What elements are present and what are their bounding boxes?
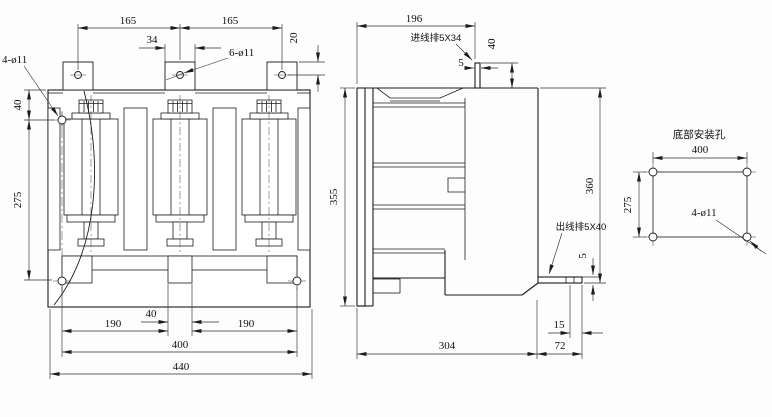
dim-bottom-hole-span-width: 400: [692, 144, 709, 156]
label-outgoing-busbar: 出线排5X40: [556, 221, 607, 233]
front-dimensions: 165 165 34 6-ø11 20 40 275: [2, 15, 325, 379]
dim-busbar-hole-offset: 15: [554, 319, 566, 331]
dim-incoming-busbar-height: 40: [486, 38, 498, 50]
label-tab-holes: 6-ø11: [229, 47, 254, 59]
incoming-busbar: [474, 62, 481, 89]
bottom-view-title: 底部安装孔: [673, 128, 726, 141]
base-rail: [61, 255, 298, 284]
dim-front-tab-hole-drop: 20: [288, 32, 300, 44]
label-frame-holes: 4-ø11: [2, 54, 27, 66]
dim-side-body-depth: 304: [439, 340, 456, 352]
front-geometry: [47, 61, 311, 308]
bottom-mounting-view: 底部安装孔 400 275 4-ø11: [622, 128, 767, 255]
label-bottom-mount-holes: 4-ø11: [691, 207, 716, 219]
side-dimensions: 196 进线排5X34 5 40 355 360 出线排5X40: [328, 13, 606, 359]
dim-front-tab-width: 34: [147, 34, 159, 46]
dim-front-base-left: 190: [105, 318, 122, 330]
hole-pattern-rect: [652, 171, 748, 238]
bottom-dimensions: 400 275 4-ø11: [622, 144, 767, 255]
dim-front-span-left: 165: [120, 15, 137, 27]
dim-busbar-extension: 72: [555, 340, 566, 352]
dim-bottom-hole-span-height: 275: [622, 196, 634, 213]
dim-front-top-hole-offset: 40: [12, 99, 24, 111]
label-incoming-busbar: 进线排5X34: [411, 32, 462, 44]
dim-front-base-center-tab: 40: [146, 308, 158, 320]
dim-incoming-busbar-thickness: 5: [458, 57, 464, 69]
dim-front-base-right: 190: [238, 318, 255, 330]
outgoing-busbar: [537, 276, 583, 284]
dim-side-top-depth: 196: [406, 13, 423, 25]
break-line: [53, 90, 95, 306]
side-geometry: [356, 62, 583, 307]
dim-front-span-right: 165: [222, 15, 239, 27]
front-view: 165 165 34 6-ø11 20 40 275: [2, 15, 325, 379]
dim-front-mount-hole-span: 400: [172, 339, 189, 351]
side-foot: [372, 278, 401, 294]
dim-front-hole-row-spacing: 275: [12, 191, 24, 208]
dim-front-overall-width: 440: [173, 361, 190, 373]
side-view: 196 进线排5X34 5 40 355 360 出线排5X40: [328, 13, 606, 359]
dim-side-overall-height: 360: [584, 177, 596, 194]
dim-side-plate-height: 355: [328, 188, 340, 205]
dim-outgoing-busbar-thickness: 5: [577, 253, 589, 259]
mounting-plate: [356, 87, 366, 307]
